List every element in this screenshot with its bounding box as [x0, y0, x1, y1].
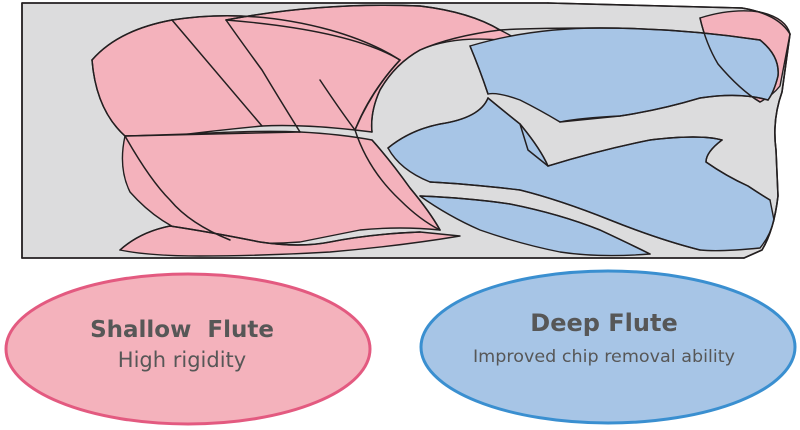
- flute-edge-lines: [21, 2, 791, 259]
- deep-flute-subtitle: Improved chip removal ability: [473, 347, 735, 367]
- shallow-flute-ellipse: [4, 272, 372, 426]
- end-mill-illustration: [21, 2, 791, 259]
- shallow-flute-subtitle: High rigidity: [118, 348, 246, 372]
- deep-flute-callout: Deep Flute Improved chip removal ability: [419, 269, 797, 425]
- deep-flute-title: Deep Flute: [530, 309, 677, 337]
- shallow-flute-callout: Shallow Flute High rigidity: [4, 272, 372, 426]
- deep-flute-ellipse: [419, 269, 797, 425]
- shallow-flute-land-lower: [121, 130, 441, 245]
- shallow-flute-title: Shallow Flute: [90, 317, 274, 343]
